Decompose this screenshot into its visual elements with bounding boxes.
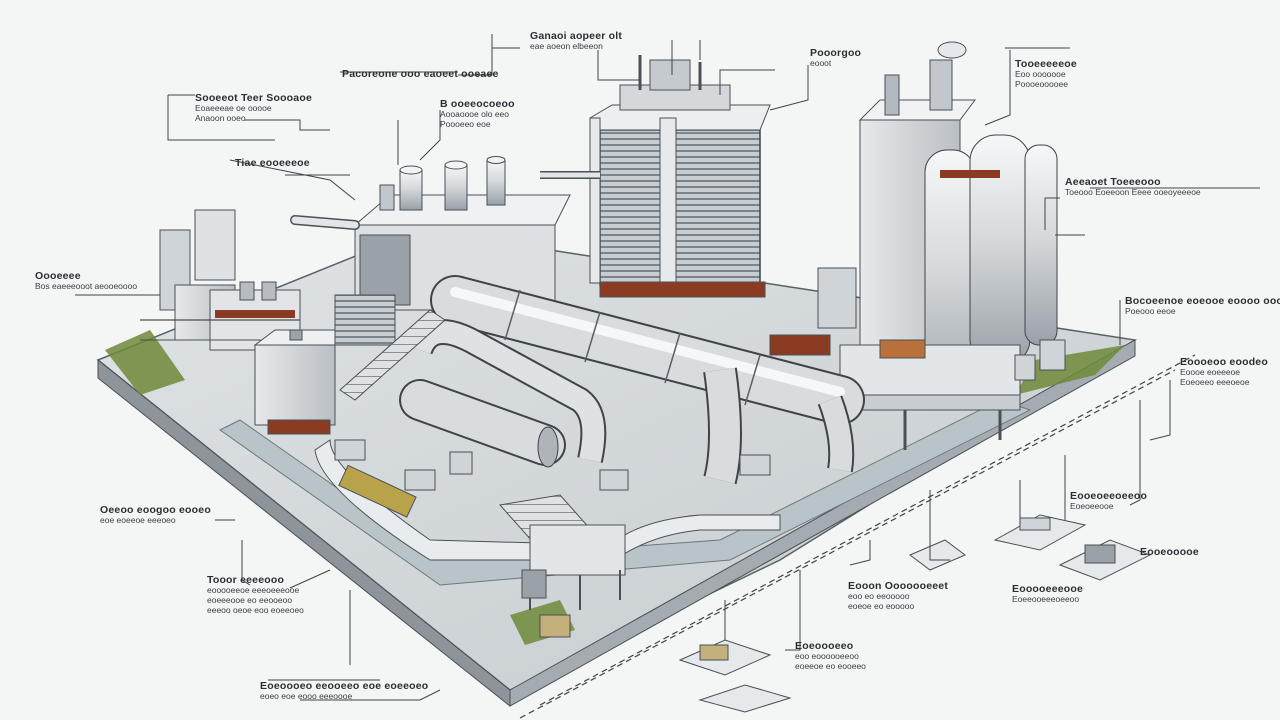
ground-equipment (449, 334, 1066, 491)
callout-bottom-center-1: Eooon Ooooooeeet eoo eo eeooooo eoeoe eo… (848, 580, 948, 612)
callout-center-small: B ooeeocoeoo Aooaoooe olo eeo Poooeeo eo… (440, 98, 515, 130)
callout-title: Tooor eeeeooo (207, 574, 285, 586)
exploded-detail-2 (1058, 539, 1152, 581)
callout-left-2: Tiae eooeeeoe (235, 157, 310, 169)
callout-title: B ooeeocoeoo (440, 98, 515, 110)
secondary-pipe (399, 319, 607, 468)
main-pipeline (430, 275, 865, 485)
callout-subtitle: Toeooo Eoeeoon Eeee ooeoyeeeoe (1065, 187, 1201, 198)
callout-subtitle: Bos eaeeeooot aeooeoooo (35, 281, 138, 292)
callout-subtitle: Eoo ooooooe Poooeooooee (1015, 69, 1068, 89)
site-boundary-lines (519, 354, 1196, 719)
callout-bottom-right-3: Eooooeeeooe Eoeeooeeeoeeoo (1012, 583, 1083, 605)
callout-left-3: Oooeeee Bos eaeeeooot aeooeoooo (35, 270, 137, 292)
control-house (253, 329, 352, 435)
callout-subtitle: eooooeeoe eeeoeeeooe eoeeeooe eo eeooeoo… (207, 585, 304, 615)
callout-title: Eooeooooe (1140, 546, 1199, 558)
callout-title: Oooeeee (35, 270, 81, 282)
callout-top-right-small: Pooorgoo eooot (810, 47, 861, 69)
callout-title: Eoeoooeo eeooeeo eoe eoeeoeo (260, 680, 429, 692)
callout-right-2: Aeeaoet Toeeeooo Toeooo Eoeeoon Eeee ooe… (1065, 176, 1201, 198)
callout-bottom-center-2: Eoeoooeeo eoo eoooooeeoo eoeeoe eo eooee… (795, 640, 866, 672)
exploded-detail-4 (698, 684, 792, 713)
callout-subtitle: eae aoeon elbeeon (530, 41, 603, 52)
callout-bottom-left: Eoeoooeo eeooeeo eoe eoeeoeo eoeo eoe eo… (260, 680, 428, 702)
callout-subtitle: eoe eoeeoe eeeoeo (100, 515, 176, 526)
callout-subtitle: eooot (810, 58, 832, 69)
callout-bottom-right-2: Eooeooooe (1140, 546, 1199, 558)
exploded-detail-1 (993, 514, 1087, 551)
callout-title: Eoeoooeeo (795, 640, 854, 652)
callout-title: Eoooeoo eoodeo (1180, 356, 1268, 368)
callout-bottom-right-1: Eooeoeeoeeoo Eoeoeeooe (1070, 490, 1147, 512)
right-vessel-building (817, 41, 1058, 450)
callout-left-1: Sooeeot Teer Soooaoe Eoaeeeae oe ooooe A… (195, 92, 312, 124)
callout-subtitle: Eoaeeeae oe ooooe Anaoon ooeo (195, 103, 272, 123)
callout-subtitle: Poeooo eeoe (1125, 306, 1176, 317)
callout-left-4: Oeeoo eoogoo eooeo eoe eoeeoe eeeoeo (100, 504, 211, 526)
callout-title: Bocoeenoe eoeooe eoooo ooooo (1125, 295, 1280, 307)
callout-top-center: Ganaoi aopeer olt eae aoeon elbeeon (530, 30, 622, 52)
callout-title: Pacoreone ooo eaoeet ooeaee (342, 68, 499, 80)
grass-right (1015, 345, 1125, 395)
lower-platform (314, 439, 781, 638)
callout-subtitle: Eoeoeeooe (1070, 501, 1114, 512)
callout-left-5: Tooor eeeeooo eooooeeoe eeeoeeeooe eoeee… (207, 574, 304, 615)
callout-subtitle: eoo eo eeooooo eoeoe eo eooooo (848, 591, 915, 611)
callout-title: Eooeoeeoeeoo (1070, 490, 1148, 502)
grass-left (105, 330, 185, 395)
callout-title: Ganaoi aopeer olt (530, 30, 623, 42)
callout-subtitle: Aooaoooe olo eeo Poooeeo eoe (440, 109, 510, 129)
callout-right-4: Eoooeoo eoodeo Eoooe eoeeeoe Eoeoeeo eee… (1180, 356, 1268, 388)
callout-title: Eooon Ooooooeeet (848, 580, 949, 592)
callout-title: Sooeeot Teer Soooaoe (195, 92, 312, 104)
exploded-detail-3 (678, 639, 772, 676)
callout-title: Tiae eooeeeoe (235, 157, 310, 169)
callout-title: Eooooeeeooe (1012, 583, 1084, 595)
callout-title: Aeeaoet Toeeeooo (1065, 176, 1161, 188)
callout-title: Tooeeeeeoe (1015, 58, 1077, 70)
callout-subtitle: Eoooe eoeeeoe Eoeoeeo eeeoeoe (1180, 367, 1250, 387)
left-process-unit (140, 209, 301, 351)
staircase (339, 309, 446, 401)
callout-title: Pooorgoo (810, 47, 862, 59)
callout-subtitle: Eoeeooeeeoeeoo (1012, 594, 1080, 605)
callout-subtitle: eoo eoooooeeoo eoeeoe eo eooeeo (795, 651, 866, 671)
callout-right-3: Bocoeenoe eoeooe eoooo ooooo Poeooo eeoe (1125, 295, 1280, 317)
cooling-tower (540, 55, 771, 298)
callout-subtitle: eoeo eoe eooo eeeoooe (260, 691, 353, 702)
callout-leader-lines (75, 34, 1260, 701)
callout-top-left: Pacoreone ooo eaoeet ooeaee (342, 68, 499, 80)
callout-title: Oeeoo eoogoo eooeo (100, 504, 211, 516)
callout-right-1: Tooeeeeeoe Eoo ooooooe Poooeooooee (1015, 58, 1077, 90)
exploded-detail-5 (909, 539, 966, 571)
